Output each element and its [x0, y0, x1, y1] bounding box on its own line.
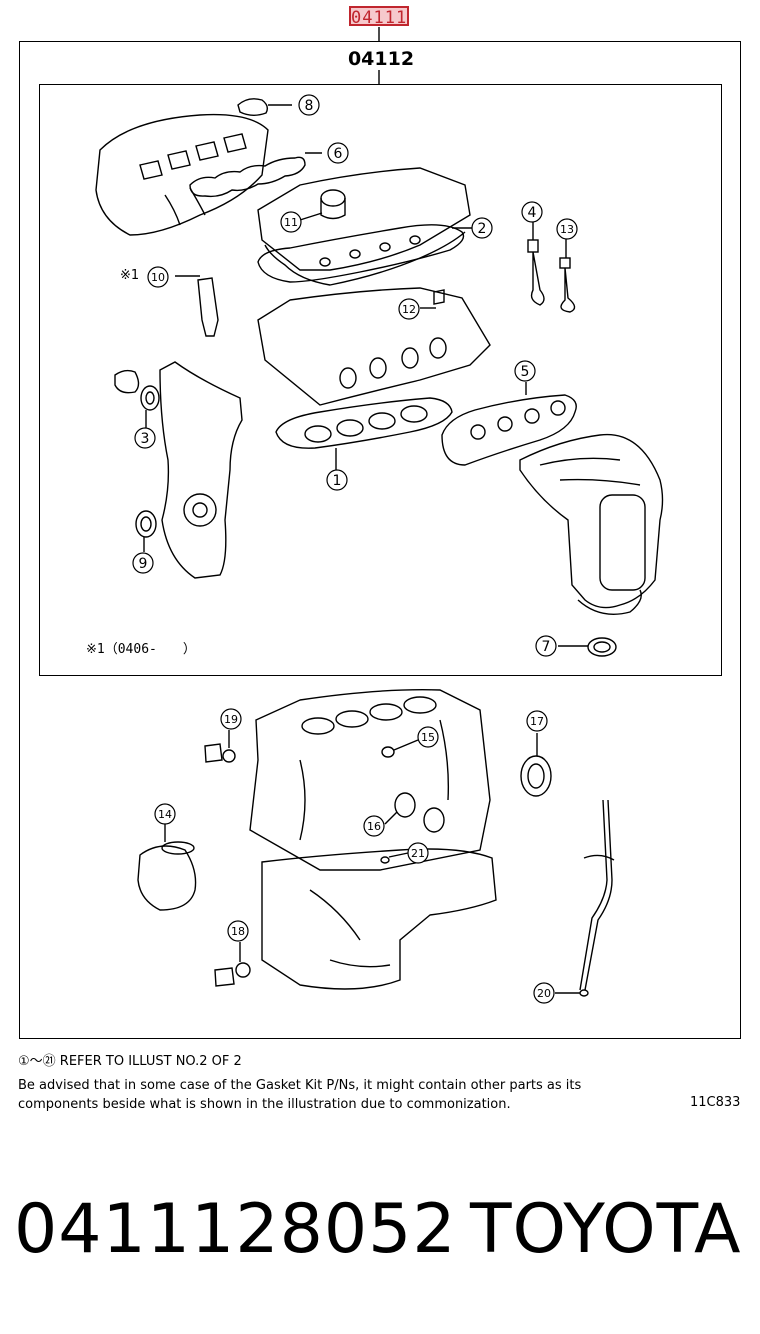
svg-text:13: 13 — [560, 223, 574, 236]
callout-7[interactable]: 7 — [535, 635, 557, 657]
callout-9[interactable]: 9 — [132, 552, 154, 574]
water-pump — [137, 824, 197, 911]
callout-11[interactable]: 11 — [280, 211, 302, 233]
oil-level-gauge-guide — [555, 799, 615, 997]
svg-text:8: 8 — [305, 98, 314, 114]
callout-3[interactable]: 3 — [134, 427, 156, 449]
sub-kit-number: 04112 — [347, 48, 415, 70]
illustration-reference-code: 11C833 — [690, 1095, 741, 1110]
svg-text:19: 19 — [224, 713, 238, 726]
svg-text:21: 21 — [411, 847, 425, 860]
svg-text:7: 7 — [542, 639, 551, 655]
callout-17[interactable]: 17 — [526, 710, 548, 732]
callout-19[interactable]: 19 — [220, 708, 242, 730]
cylinder-head — [257, 287, 491, 406]
svg-text:14: 14 — [158, 808, 172, 821]
callout-13[interactable]: 13 — [556, 218, 578, 240]
svg-text:17: 17 — [530, 715, 544, 728]
svg-text:11: 11 — [284, 216, 298, 229]
callout-10[interactable]: 10 — [147, 266, 169, 288]
svg-text:15: 15 — [421, 731, 435, 744]
callout-16[interactable]: 16 — [363, 815, 385, 837]
crankshaft-front-seal — [135, 510, 157, 552]
drain-plug-lower — [214, 942, 251, 987]
svg-text:5: 5 — [521, 364, 530, 380]
gasket-kit-advisory: Be advised that in some case of the Gask… — [18, 1078, 582, 1112]
exhaust-pipe-gasket — [558, 637, 617, 657]
refer-illustration-note: ①～㉑ REFER TO ILLUST NO.2 OF 2 — [18, 1054, 242, 1069]
svg-text:10: 10 — [151, 271, 165, 284]
cylinder-head-cover — [257, 167, 471, 286]
oil-filler-cap — [237, 98, 269, 116]
kit-part-number-highlight[interactable]: 04111 — [349, 6, 409, 28]
callout-12[interactable]: 12 — [398, 298, 420, 320]
cylinder-head-gasket — [275, 397, 453, 470]
callout-18[interactable]: 18 — [227, 920, 249, 942]
footer-brand: TOYOTA — [470, 1190, 742, 1269]
svg-text:16: 16 — [367, 820, 381, 833]
footer-part-number: 0411128052 — [14, 1190, 457, 1269]
svg-text:12: 12 — [402, 303, 416, 316]
svg-text:9: 9 — [139, 556, 148, 572]
callout-21[interactable]: 21 — [407, 842, 429, 864]
callout-20[interactable]: 20 — [533, 982, 555, 1004]
callout-14[interactable]: 14 — [154, 803, 176, 825]
svg-text:18: 18 — [231, 925, 245, 938]
cylinder-block — [249, 689, 491, 871]
intake-manifold-gasket — [189, 156, 306, 198]
intake-manifold-drawing — [95, 113, 269, 236]
svg-text:6: 6 — [334, 146, 343, 162]
exhaust-manifold-gasket — [441, 382, 577, 466]
callout-8[interactable]: 8 — [298, 94, 320, 116]
svg-text:1: 1 — [333, 473, 342, 489]
timing-chain-cover — [114, 361, 243, 579]
svg-text:3: 3 — [141, 431, 150, 447]
crankshaft-rear-seal — [520, 733, 552, 797]
callout-4[interactable]: 4 — [521, 201, 543, 223]
callout-15[interactable]: 15 — [417, 726, 439, 748]
upper-engine-frame — [39, 84, 722, 676]
block-seals — [381, 739, 445, 833]
valve-drawing — [527, 222, 576, 313]
callout-1[interactable]: 1 — [326, 469, 348, 491]
drain-plug-upper — [204, 730, 236, 763]
variant-mark-10: ※1 — [120, 268, 140, 283]
head-cover-gasket — [257, 224, 465, 283]
variant-note: ※1（0406- ） — [86, 642, 196, 657]
callout-5[interactable]: 5 — [514, 360, 536, 382]
fuel-injector — [175, 275, 219, 337]
oil-pan — [261, 848, 497, 990]
callout-2[interactable]: 2 — [471, 217, 493, 239]
svg-text:4: 4 — [528, 205, 537, 221]
callout-6[interactable]: 6 — [327, 142, 349, 164]
svg-text:2: 2 — [478, 221, 487, 237]
main-diagram-frame — [19, 41, 741, 1039]
exhaust-manifold-converter — [519, 433, 664, 615]
svg-text:20: 20 — [537, 987, 551, 1000]
